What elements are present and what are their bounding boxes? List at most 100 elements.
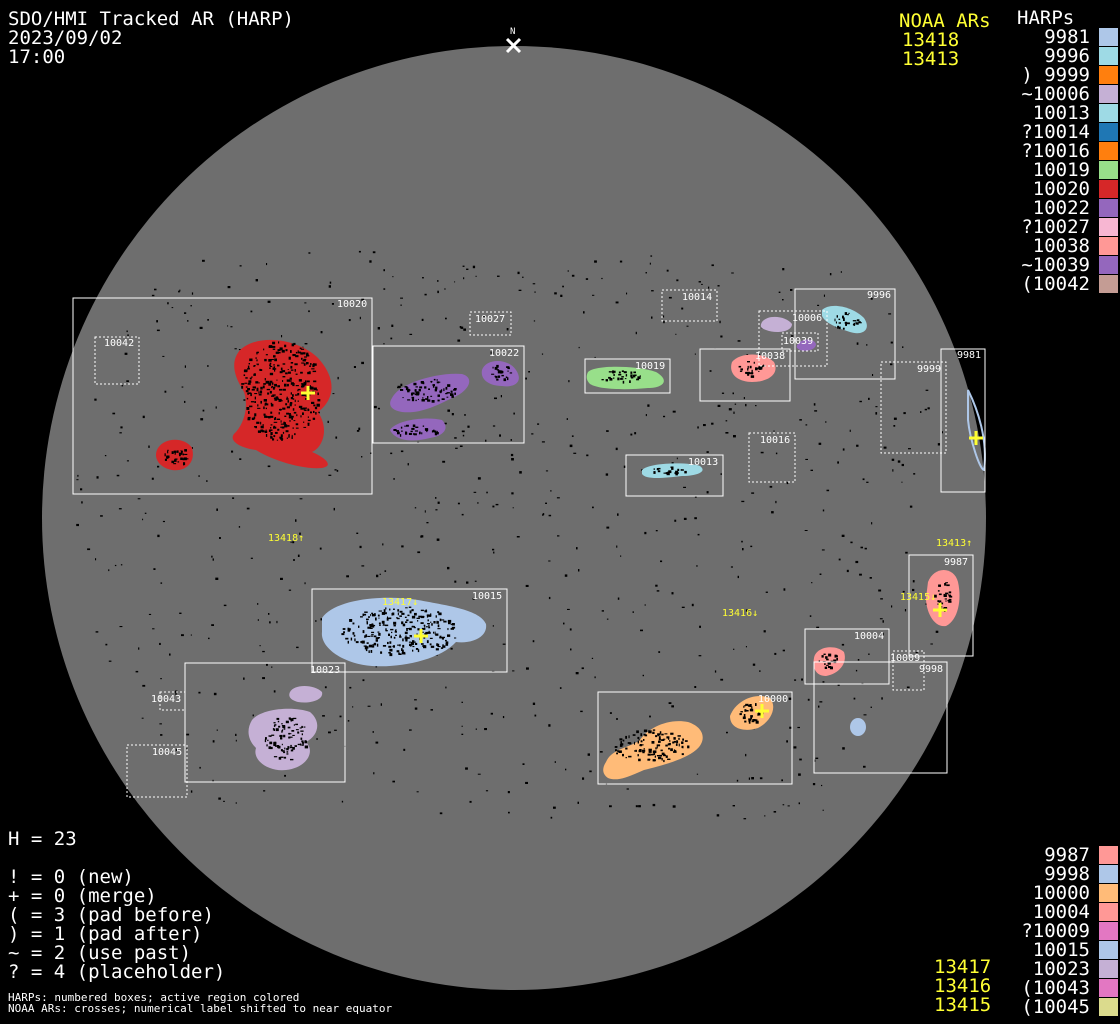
- core-pixel: [441, 619, 445, 621]
- core-pixel: [301, 394, 305, 397]
- speckle: [142, 415, 145, 419]
- stat-use-past: ~ = 2 (use past): [8, 942, 192, 964]
- core-pixel: [413, 382, 417, 386]
- core-pixel: [289, 377, 292, 380]
- core-pixel: [266, 388, 271, 391]
- core-pixel: [412, 649, 414, 652]
- speckle: [760, 451, 764, 454]
- core-pixel: [401, 649, 404, 653]
- speckle: [915, 652, 918, 653]
- core-pixel: [826, 658, 829, 661]
- speckle: [317, 411, 320, 414]
- core-pixel: [305, 363, 307, 365]
- speckle: [461, 513, 464, 516]
- core-pixel: [265, 403, 269, 406]
- core-pixel: [615, 749, 617, 752]
- core-pixel: [397, 617, 400, 620]
- core-pixel: [303, 726, 306, 728]
- core-pixel: [362, 630, 365, 634]
- speckle: [788, 697, 792, 700]
- harp-legend-top-row: ?10014: [980, 123, 1090, 142]
- speckle: [571, 435, 574, 437]
- speckle: [681, 606, 685, 608]
- speckle: [534, 291, 536, 293]
- speckle: [569, 628, 572, 631]
- core-pixel: [303, 426, 307, 428]
- speckle: [859, 400, 862, 403]
- harp-legend-top-label: (10042: [1021, 273, 1090, 295]
- core-pixel: [417, 628, 420, 631]
- speckle: [880, 598, 883, 600]
- core-pixel: [640, 740, 643, 743]
- speckle: [686, 325, 689, 327]
- core-pixel: [303, 363, 306, 366]
- core-pixel: [267, 739, 269, 742]
- core-pixel: [275, 351, 279, 354]
- speckle: [721, 392, 725, 394]
- core-pixel: [312, 370, 317, 373]
- core-pixel: [393, 636, 396, 639]
- core-pixel: [858, 321, 861, 323]
- speckle: [769, 485, 773, 488]
- harp-legend-top-label: 10020: [1032, 178, 1090, 200]
- speckle: [823, 294, 825, 297]
- core-pixel: [411, 625, 414, 628]
- harp-legend-top-row: 10038: [980, 237, 1090, 256]
- speckle: [672, 410, 676, 413]
- harp-legend-bottom-swatch: [1099, 922, 1118, 940]
- speckle: [554, 292, 557, 295]
- core-pixel: [454, 637, 457, 639]
- core-pixel: [608, 371, 612, 373]
- core-pixel: [306, 380, 310, 383]
- core-pixel: [397, 612, 399, 616]
- core-pixel: [256, 351, 259, 354]
- speckle: [477, 477, 481, 480]
- core-pixel: [668, 747, 671, 750]
- core-pixel: [174, 452, 176, 455]
- core-pixel: [281, 349, 285, 353]
- core-pixel: [618, 373, 622, 376]
- core-pixel: [661, 739, 665, 741]
- speckle: [775, 452, 778, 455]
- core-pixel: [944, 583, 947, 586]
- speckle: [373, 405, 377, 409]
- core-pixel: [309, 385, 311, 387]
- core-pixel: [243, 374, 246, 376]
- speckle: [461, 430, 465, 433]
- harp-legend-bottom-row: 10004: [980, 903, 1090, 922]
- core-pixel: [174, 459, 177, 462]
- core-pixel: [408, 627, 412, 631]
- speckle: [348, 319, 351, 322]
- speckle: [472, 265, 476, 269]
- speckle: [668, 296, 672, 299]
- core-pixel: [281, 743, 283, 746]
- core-pixel: [637, 740, 639, 744]
- core-pixel: [273, 722, 276, 724]
- harp-label-10043: 10043: [151, 694, 181, 705]
- core-pixel: [393, 429, 397, 431]
- core-pixel: [290, 362, 294, 364]
- speckle: [764, 815, 766, 817]
- speckle: [141, 717, 144, 719]
- speckle: [620, 555, 622, 557]
- speckle: [758, 353, 761, 355]
- core-pixel: [277, 428, 280, 431]
- core-pixel: [271, 382, 274, 385]
- core-pixel: [625, 735, 627, 739]
- speckle: [486, 491, 488, 494]
- speckle: [302, 346, 304, 348]
- speckle: [782, 649, 785, 652]
- speckle: [617, 597, 620, 600]
- core-pixel: [442, 645, 446, 648]
- core-pixel: [289, 719, 292, 721]
- speckle: [126, 330, 128, 333]
- core-pixel: [636, 378, 640, 381]
- core-pixel: [401, 648, 403, 651]
- active-regions: [155, 305, 986, 780]
- speckle: [728, 408, 732, 411]
- core-pixel: [434, 432, 438, 436]
- core-pixel: [280, 423, 285, 425]
- core-pixel: [314, 406, 318, 410]
- core-pixel: [437, 399, 440, 402]
- core-pixel: [297, 393, 300, 396]
